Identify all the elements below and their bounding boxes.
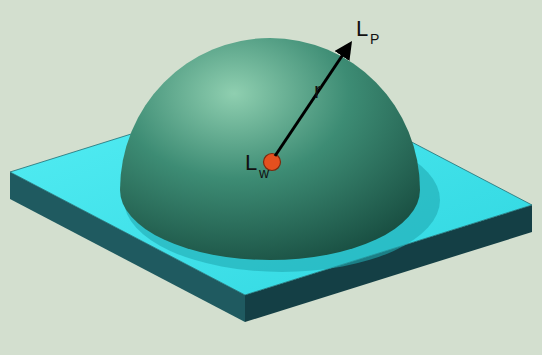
symbol-subscript: P: [370, 32, 379, 46]
radius-label: r: [314, 80, 321, 102]
symbol-letter: L: [245, 152, 257, 174]
hemisphere: [120, 38, 420, 260]
radius-arrow: [275, 44, 350, 156]
symbol-letter: L: [356, 18, 368, 40]
symbol-subscript: w: [259, 166, 269, 180]
